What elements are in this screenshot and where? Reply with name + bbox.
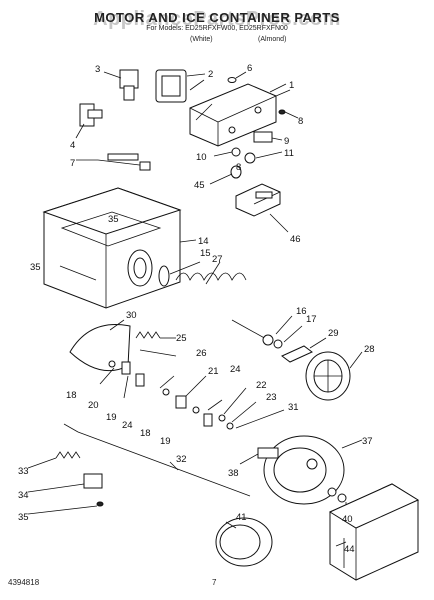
callout-8b: 8: [236, 162, 241, 173]
plate-29-part: [281, 337, 327, 363]
callout-11: 11: [284, 148, 294, 159]
callout-28: 28: [364, 344, 375, 355]
callout-24b: 24: [122, 420, 133, 431]
callout-23: 23: [266, 392, 277, 403]
callout-9: 9: [284, 136, 289, 147]
spring-33-part: [27, 451, 81, 469]
motor-housing-37-part: [239, 435, 363, 505]
variant-white: (White): [190, 36, 213, 43]
callout-35c: 35: [18, 512, 29, 523]
callout-21: 21: [208, 366, 219, 377]
callout-31: 31: [288, 402, 299, 413]
door-30-part: [69, 319, 131, 372]
screw-8-top: [278, 109, 299, 119]
callout-3: 3: [95, 64, 100, 75]
callout-30: 30: [126, 310, 137, 321]
motor-part: [155, 69, 206, 103]
variant-almond: (Almond): [258, 36, 287, 43]
callout-2: 2: [208, 69, 213, 80]
chute-44-part: [328, 483, 420, 581]
callout-19a: 19: [106, 412, 117, 423]
watermark: AppliancePartsPros.com: [93, 8, 341, 30]
ice-container-part: [42, 187, 197, 309]
callout-27: 27: [212, 254, 223, 265]
callout-26: 26: [196, 348, 207, 359]
callout-24a: 24: [230, 364, 241, 375]
seal-41-part: [215, 517, 273, 567]
callout-32: 32: [176, 454, 187, 465]
screw-35-bottom: [27, 501, 104, 515]
auger-15-27-part: [158, 261, 247, 287]
harness-7-part: [76, 153, 151, 171]
callout-15: 15: [200, 248, 211, 259]
rod-32-part: [63, 423, 251, 497]
callout-20: 20: [88, 400, 99, 411]
callout-6: 6: [247, 63, 252, 74]
page-title: MOTOR AND ICE CONTAINER PARTS: [94, 10, 340, 25]
callout-29: 29: [328, 328, 339, 339]
callout-8a: 8: [298, 116, 303, 127]
callout-35a: 35: [108, 214, 119, 225]
callout-35b: 35: [30, 262, 41, 273]
callout-19b: 19: [160, 436, 171, 447]
callout-14: 14: [198, 236, 209, 247]
screw-6: [227, 71, 247, 83]
callout-18a: 18: [66, 390, 77, 401]
bracket-34-part: [27, 473, 103, 493]
callout-38: 38: [228, 468, 239, 479]
spring-25-part: [135, 331, 176, 339]
bracket-housing-part: [189, 83, 291, 147]
switch-4-part: [75, 103, 103, 139]
blade-28-part: [305, 351, 363, 401]
callout-37: 37: [362, 436, 373, 447]
callout-25: 25: [176, 333, 187, 344]
solenoid-part: [103, 69, 139, 101]
document-number: 4394818: [8, 578, 40, 587]
callout-10: 10: [196, 152, 207, 163]
callout-34: 34: [18, 490, 29, 501]
crusher-links-part: [99, 349, 285, 430]
switch-parts-9-11: [209, 131, 283, 185]
callout-17: 17: [306, 314, 317, 325]
callout-4: 4: [70, 140, 75, 151]
callout-16: 16: [296, 306, 307, 317]
cover-46-part: [235, 183, 289, 233]
shaft-16-17-part: [231, 315, 303, 349]
callout-33: 33: [18, 466, 29, 477]
callout-18b: 18: [140, 428, 151, 439]
callout-45: 45: [194, 180, 205, 191]
callout-1: 1: [289, 80, 294, 91]
callout-46: 46: [290, 234, 301, 245]
page-number: 7: [212, 578, 217, 587]
callout-44: 44: [344, 544, 355, 555]
model-line: For Models: ED25RFXFW00, ED25RFXFN00: [146, 25, 288, 32]
callout-22: 22: [256, 380, 267, 391]
callout-7: 7: [70, 158, 75, 169]
callout-41: 41: [236, 512, 247, 523]
callout-40: 40: [342, 514, 353, 525]
